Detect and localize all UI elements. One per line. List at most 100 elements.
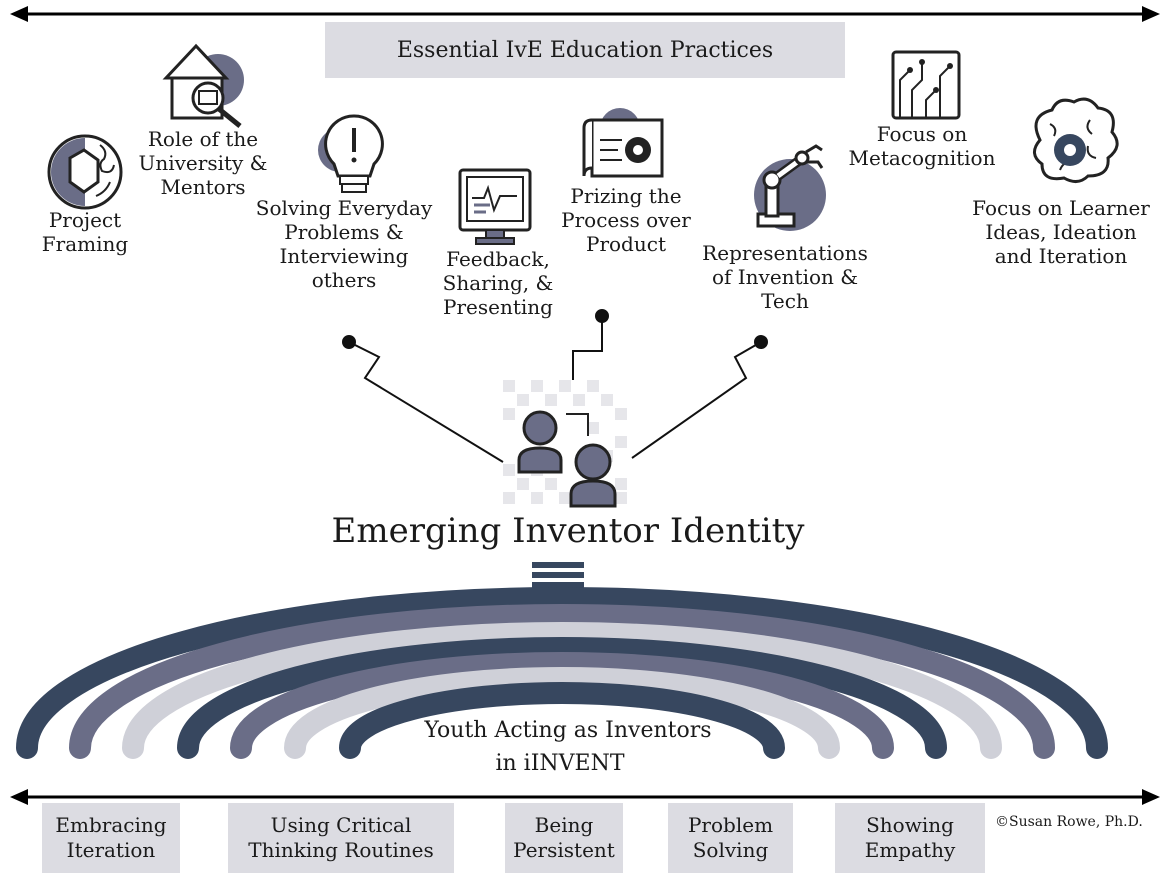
practice-line: of Invention & <box>712 265 858 289</box>
connector-left <box>348 341 504 463</box>
practice-label-prizing-process: Prizing the Process over Product <box>561 184 691 256</box>
practice-line: Mentors <box>160 175 245 199</box>
svg-text:Framing: Framing <box>42 232 129 256</box>
behavior-line: Problem <box>687 813 774 837</box>
behavior-line: Embracing <box>55 813 167 837</box>
practice-line: Presenting <box>443 295 553 319</box>
practice-line: Ideas, Ideation <box>985 220 1136 244</box>
connector-dot-left <box>342 335 356 349</box>
svg-text:Role of the: Role of the <box>148 127 258 151</box>
practice-line: Process over <box>561 208 691 232</box>
practice-line: others <box>312 268 377 292</box>
arch-3 <box>122 622 1002 759</box>
practice-label-learner-ideas: Focus on Learner Ideas, Ideation and Ite… <box>972 196 1150 268</box>
lightbulb-icon <box>318 114 384 193</box>
practice-line: Role of the <box>148 127 258 151</box>
practice-line: Interviewing <box>280 244 409 268</box>
practice-label-project-framing: Project Framing <box>42 208 129 256</box>
header-title: Essential IvE Education Practices <box>396 37 774 63</box>
practice-line: Product <box>586 232 666 256</box>
practice-line: Metacognition <box>849 146 996 170</box>
practice-line: Representations <box>702 241 868 265</box>
svg-text:Process over: Process over <box>561 208 691 232</box>
practice-line: Solving Everyday <box>256 196 433 220</box>
svg-text:Problems &: Problems & <box>284 220 403 244</box>
practice-line: Sharing, & <box>443 271 554 295</box>
practice-line: and Iteration <box>995 244 1128 268</box>
svg-text:Metacognition: Metacognition <box>849 146 996 170</box>
svg-text:Representations: Representations <box>702 241 868 265</box>
two-people-icon <box>503 380 627 508</box>
practice-line: Feedback, <box>446 247 550 271</box>
bottom-arrow <box>10 789 1160 805</box>
arches-label-line1: Youth Acting as Inventors <box>423 718 711 743</box>
practice-line: Framing <box>42 232 129 256</box>
svg-text:Tech: Tech <box>761 289 809 313</box>
behavior-line: Empathy <box>864 838 956 862</box>
svg-text:Sharing, &: Sharing, & <box>443 271 554 295</box>
top-arrow <box>10 6 1160 22</box>
copyright-text: ©Susan Rowe, Ph.D. <box>995 814 1143 830</box>
practice-label-metacognition: Focus on Metacognition <box>849 122 996 170</box>
svg-text:Focus on Learner: Focus on Learner <box>972 196 1150 220</box>
connector-center <box>572 316 603 380</box>
connector-dot-center <box>595 309 609 323</box>
connector-right <box>631 341 762 459</box>
svg-text:Solving Everyday: Solving Everyday <box>256 196 433 220</box>
arch-5 <box>230 652 894 759</box>
connector-dot-right <box>754 335 768 349</box>
behavior-line: Solving <box>692 838 769 862</box>
svg-text:Ideas, Ideation: Ideas, Ideation <box>985 220 1136 244</box>
svg-text:of Invention &: of Invention & <box>712 265 858 289</box>
stack-bars <box>532 562 584 588</box>
svg-text:Prizing the: Prizing the <box>570 184 681 208</box>
behavior-line: Showing <box>866 813 954 837</box>
circuit-icon <box>891 50 961 120</box>
brain-gear-icon <box>1033 97 1119 183</box>
svg-text:Presenting: Presenting <box>443 295 553 319</box>
practice-line: University & <box>139 151 268 175</box>
svg-text:Mentors: Mentors <box>160 175 245 199</box>
arch-6 <box>284 667 840 759</box>
arches-label-line2: in iINVENT <box>495 751 624 776</box>
center-title: Emerging Inventor Identity <box>332 511 806 551</box>
robot-arm-icon <box>754 144 826 231</box>
practice-label-role-university: Role of the University & Mentors <box>139 127 268 199</box>
connector-lines <box>342 309 768 463</box>
monitor-icon <box>458 168 532 245</box>
arches <box>16 587 1108 759</box>
svg-text:Product: Product <box>586 232 666 256</box>
practice-line: Prizing the <box>570 184 681 208</box>
arch-4 <box>177 637 947 759</box>
svg-text:and Iteration: and Iteration <box>995 244 1128 268</box>
practice-label-representations: Representations of Invention & Tech <box>702 241 868 313</box>
svg-text:Feedback,: Feedback, <box>446 247 550 271</box>
practice-label-solving-problems: Solving Everyday Problems & Interviewing… <box>256 196 433 292</box>
behavior-line: Iteration <box>66 838 156 862</box>
behavior-line: Thinking Routines <box>248 838 434 862</box>
practice-line: Focus on <box>877 122 968 146</box>
svg-text:Focus on: Focus on <box>877 122 968 146</box>
practice-line: Project <box>49 208 121 232</box>
arch-2 <box>69 604 1055 759</box>
svg-text:Interviewing: Interviewing <box>280 244 409 268</box>
practice-line: Focus on Learner <box>972 196 1150 220</box>
globe-icon <box>47 134 123 210</box>
svg-text:Project: Project <box>49 208 121 232</box>
behavior-line: Persistent <box>513 838 615 862</box>
practice-line: Tech <box>761 289 809 313</box>
practice-label-feedback: Feedback, Sharing, & Presenting <box>443 247 554 319</box>
behavior-line: Using Critical <box>270 813 412 837</box>
svg-text:University &: University & <box>139 151 268 175</box>
house-search-icon <box>162 43 244 128</box>
header-title-box: Essential IvE Education Practices <box>325 22 845 78</box>
svg-text:others: others <box>312 268 377 292</box>
blueprint-gear-icon <box>582 108 664 178</box>
practice-line: Problems & <box>284 220 403 244</box>
